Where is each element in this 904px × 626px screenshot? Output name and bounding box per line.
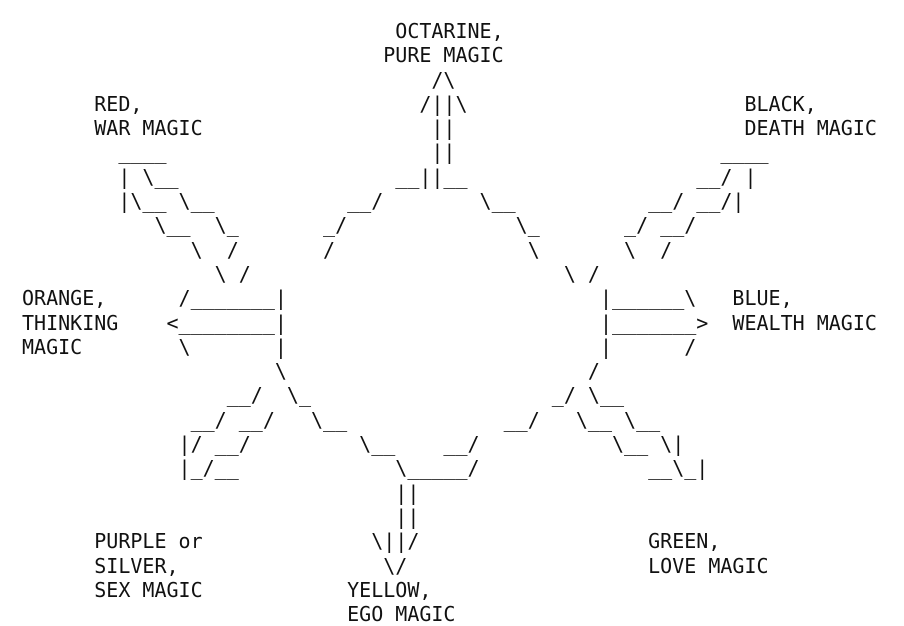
- chaos-star-ascii-diagram: OCTARINE, PURE MAGIC /\ RED, /||\ BLACK,…: [22, 19, 877, 626]
- diagram-canvas: OCTARINE, PURE MAGIC /\ RED, /||\ BLACK,…: [22, 19, 877, 626]
